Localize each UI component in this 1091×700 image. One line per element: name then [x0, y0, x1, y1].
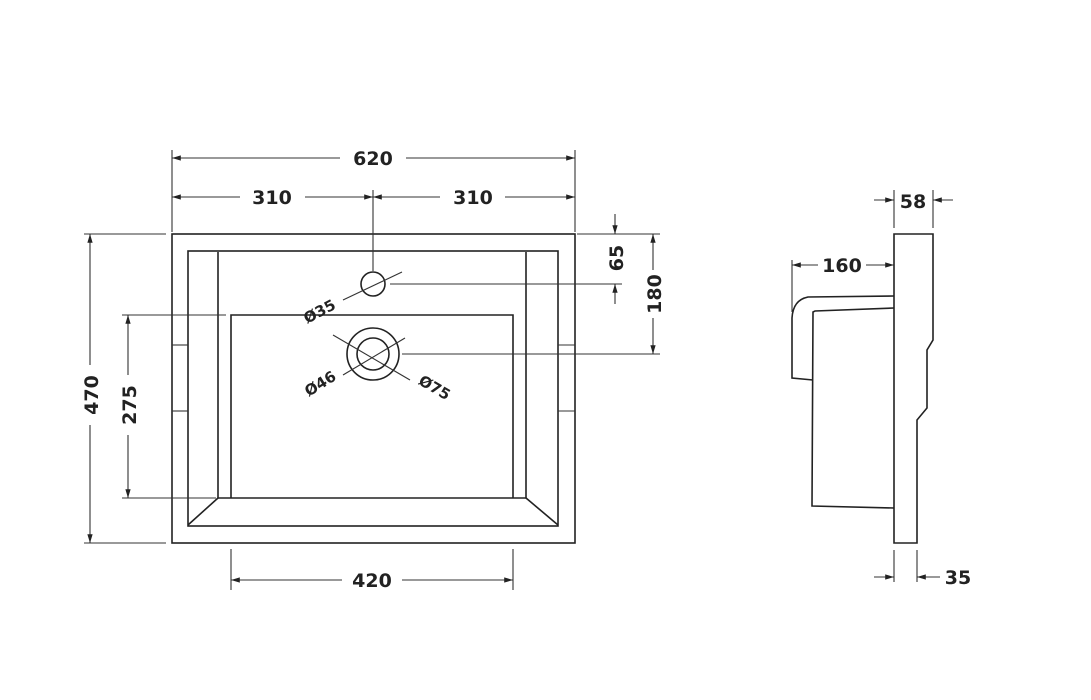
dim-base-thickness: 35 [945, 567, 971, 589]
bowl-corner-right [525, 497, 559, 526]
basin-overflow-lip [791, 295, 895, 381]
dim-waste-offset: 180 [644, 274, 666, 314]
dim-basin-width: 420 [352, 570, 392, 592]
waste-leader [342, 337, 406, 376]
waste-outlet-icon [346, 327, 400, 381]
front-view: 620 310 310 65 180 470 275 [81, 148, 666, 592]
tap-hole-icon [360, 271, 386, 297]
label-waste-inner-diameter: Ø46 [301, 367, 339, 400]
basin-rim [187, 250, 559, 527]
dim-overall-depth: 470 [81, 375, 103, 415]
dim-overall-width: 620 [353, 148, 393, 170]
wall-plate [893, 233, 934, 544]
basin-body [811, 307, 895, 509]
basin-bowl [230, 314, 514, 498]
dim-basin-depth: 275 [119, 385, 141, 425]
bowl-corner-left [187, 497, 219, 526]
label-tap-hole-diameter: Ø35 [301, 296, 339, 328]
dim-rim-thickness: 58 [900, 191, 926, 213]
dim-tap-offset: 65 [606, 245, 628, 271]
dim-projection: 160 [822, 255, 862, 277]
tap-hole-leader [342, 271, 403, 301]
label-waste-outer-diameter: Ø75 [415, 371, 453, 403]
dim-half-width-right: 310 [453, 187, 493, 209]
waste-outlet-inner-ring [356, 337, 390, 371]
dim-half-width-left: 310 [252, 187, 292, 209]
basin-outline [171, 233, 576, 544]
side-view: 58 160 35 [791, 190, 971, 589]
